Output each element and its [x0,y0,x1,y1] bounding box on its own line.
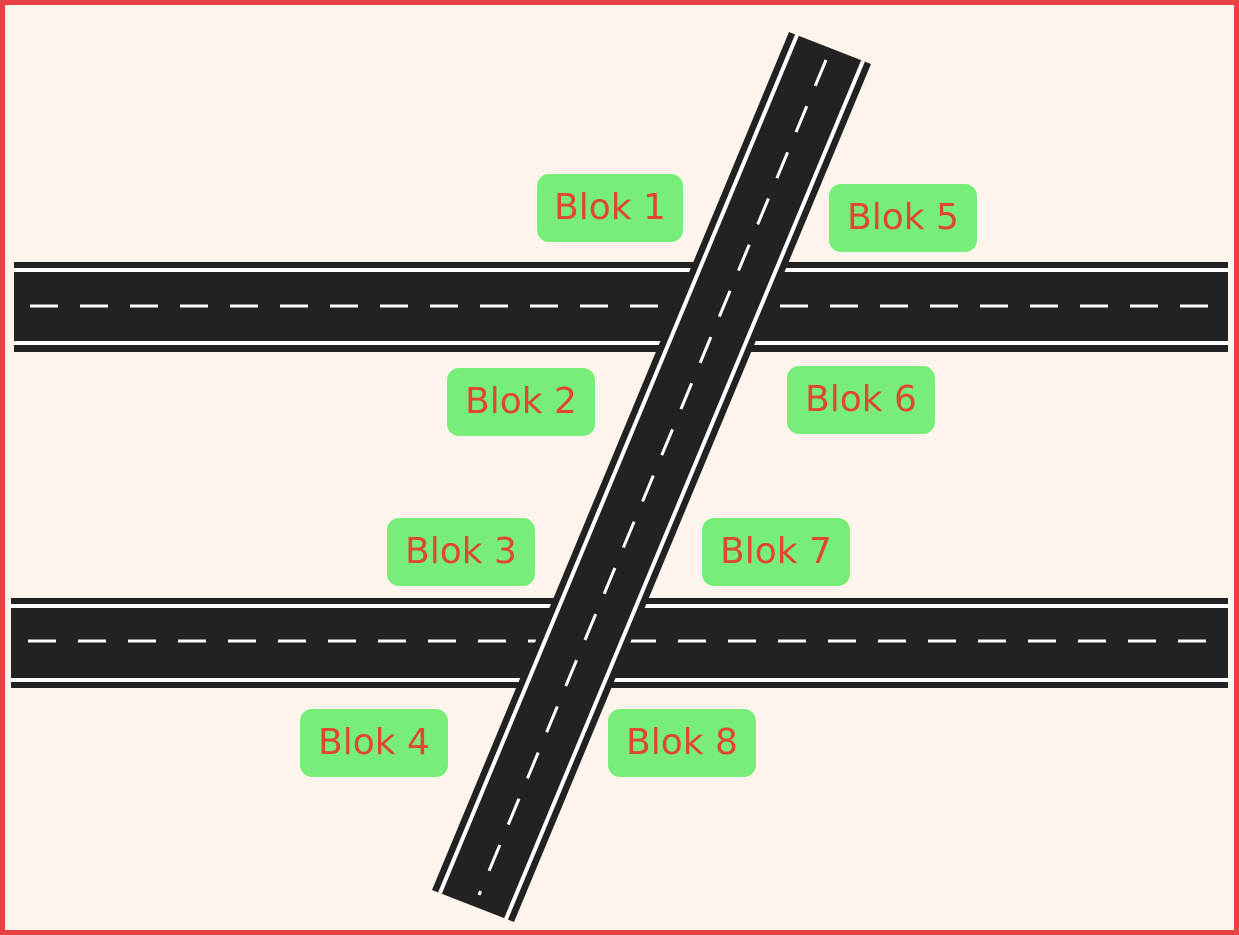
road-horizontal-top [14,262,1228,352]
block-label-6: Blok 6 [787,366,935,434]
block-label-8: Blok 8 [608,709,756,777]
block-label-1: Blok 1 [537,174,683,242]
block-label-4: Blok 4 [300,709,448,777]
block-label-7: Blok 7 [702,518,850,586]
block-label-3: Blok 3 [387,518,535,586]
block-label-2: Blok 2 [447,368,595,436]
road-horizontal-bottom [11,598,1228,688]
block-label-5: Blok 5 [829,184,977,252]
road-diagonal [432,32,871,922]
